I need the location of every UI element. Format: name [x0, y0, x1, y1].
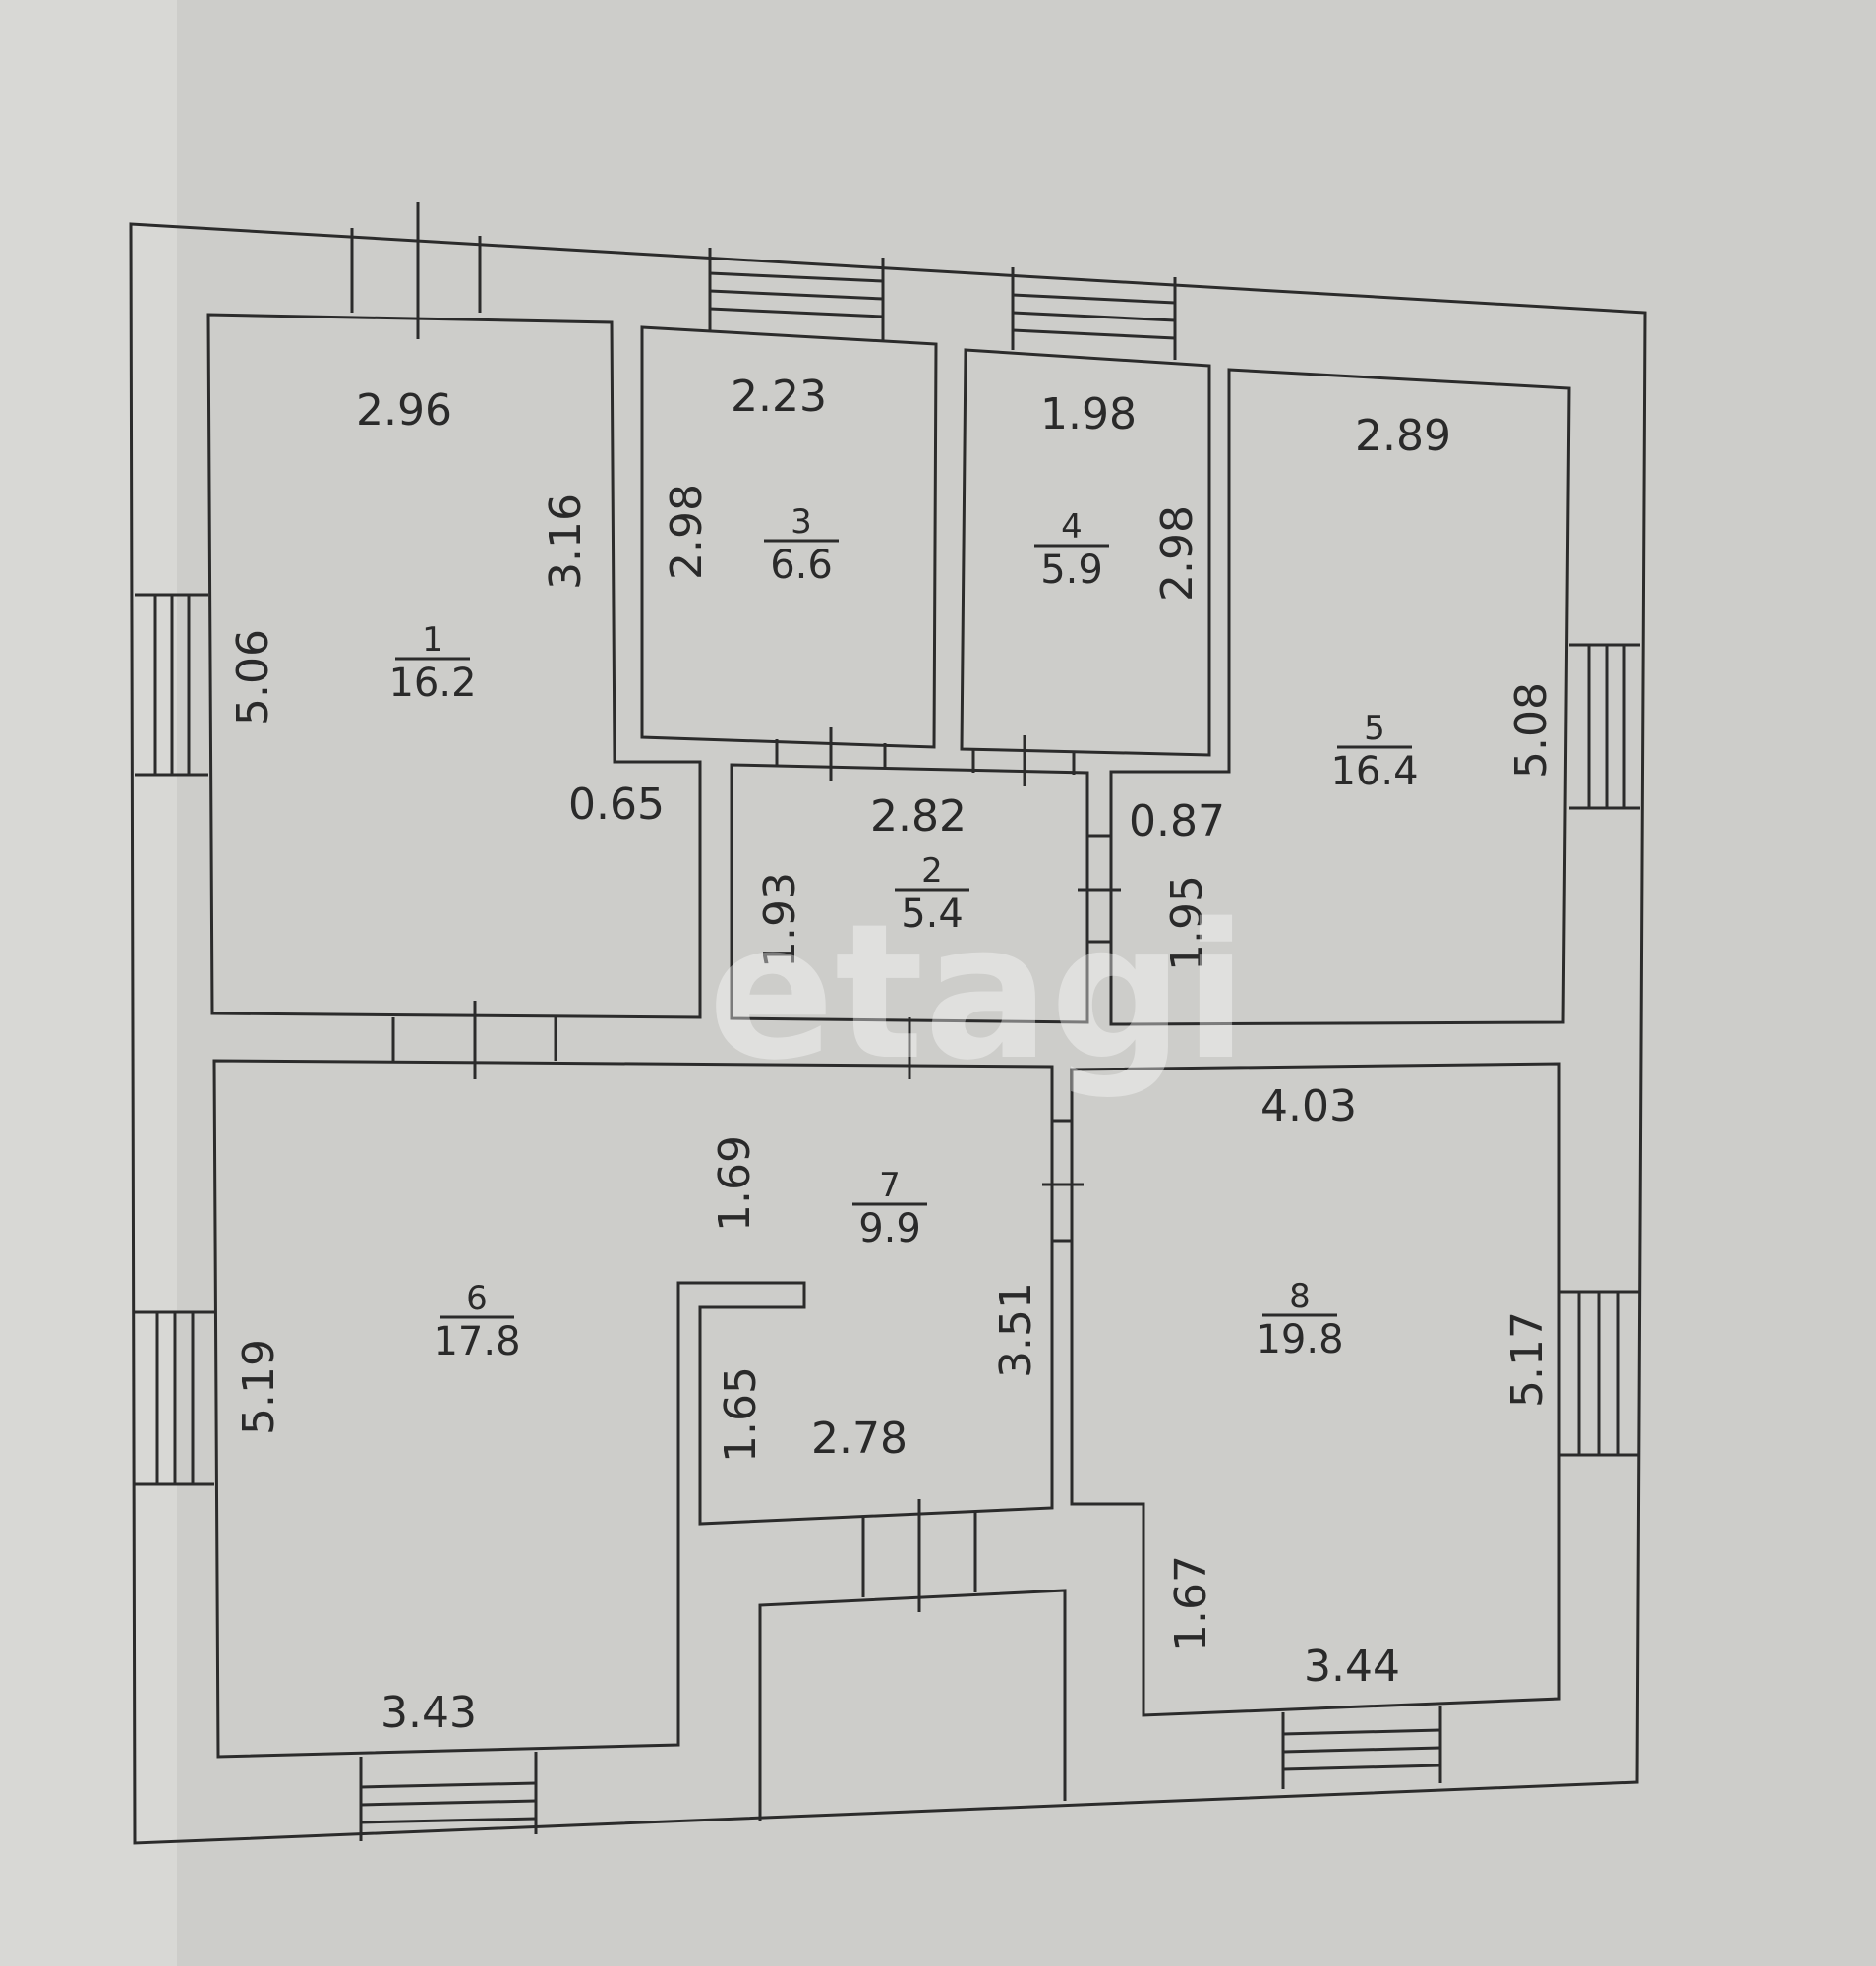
room-label-8: 819.8	[1256, 1277, 1343, 1362]
room-area: 17.8	[433, 1319, 520, 1364]
porch-outline	[758, 1589, 1067, 1821]
room-label-2: 25.4	[895, 851, 969, 937]
window-left-1	[135, 593, 208, 777]
room-number: 1	[422, 620, 443, 660]
dim-room7-left: 1.65	[716, 1366, 766, 1463]
room-label-3: 36.6	[764, 502, 839, 588]
room-area: 5.9	[1040, 548, 1103, 593]
etagi-watermark: etagi	[708, 884, 1248, 1101]
window-top-3	[1011, 267, 1177, 360]
room-5-outline	[1109, 368, 1571, 1026]
dim-room5-step: 0.87	[1129, 796, 1225, 846]
dim-room5-inner: 1.95	[1162, 875, 1212, 971]
room-label-5: 516.4	[1330, 709, 1418, 794]
dim-room4-right: 2.98	[1152, 505, 1202, 602]
dim-room7-right: 3.51	[991, 1282, 1041, 1378]
dim-room2-top: 2.82	[870, 791, 967, 841]
dim-room8-inner: 1.67	[1166, 1555, 1216, 1651]
room-area: 19.8	[1256, 1317, 1343, 1362]
room-area: 16.4	[1330, 749, 1418, 794]
dim-room5-right: 5.08	[1506, 682, 1556, 779]
room-4-outline	[960, 348, 1211, 757]
room-3-outline	[640, 325, 938, 749]
dim-room5-top: 2.89	[1355, 411, 1451, 461]
room-number: 5	[1364, 709, 1385, 748]
room-1-outline	[206, 313, 702, 1019]
door-entrance	[861, 1499, 977, 1612]
window-right-1	[1569, 643, 1640, 810]
dim-room1-step: 0.65	[568, 780, 665, 830]
dim-room4-top: 1.98	[1040, 389, 1137, 439]
room-2-outline	[730, 763, 1089, 1024]
dim-room8-top: 4.03	[1260, 1081, 1357, 1131]
door-room3-2	[775, 727, 887, 781]
room-number: 6	[466, 1279, 488, 1318]
room-number: 3	[791, 502, 812, 542]
window-right-2	[1559, 1290, 1639, 1457]
door-room2-5	[1078, 834, 1121, 944]
room-6-7-outline	[212, 1059, 1054, 1759]
door-room4-2	[971, 735, 1076, 786]
room-number: 2	[921, 851, 943, 891]
dim-room7-inner: 1.69	[710, 1135, 760, 1232]
dim-room1-left: 5.06	[228, 629, 278, 725]
door-room7-8	[1042, 1119, 1084, 1243]
window-bottom-1	[359, 1752, 538, 1841]
outer-wall	[129, 222, 1647, 1845]
room-label-6: 617.8	[433, 1279, 520, 1364]
dim-room7-bottom: 2.78	[811, 1414, 908, 1464]
room-number: 8	[1289, 1277, 1311, 1316]
dim-room6-left: 5.19	[234, 1339, 284, 1435]
room-label-1: 116.2	[388, 620, 476, 706]
dim-room1-inner: 3.16	[541, 493, 591, 590]
room-area: 16.2	[388, 661, 476, 706]
room-area: 5.4	[901, 892, 964, 937]
room-number: 4	[1061, 507, 1083, 547]
room-area: 9.9	[858, 1206, 921, 1251]
dim-room3-top: 2.23	[731, 372, 827, 422]
room-label-7: 79.9	[852, 1166, 927, 1251]
dim-room1-top: 2.96	[356, 385, 452, 435]
room-label-4: 45.9	[1034, 507, 1109, 593]
dim-room8-right: 5.17	[1502, 1311, 1553, 1408]
dim-room8-bottom: 3.44	[1304, 1642, 1400, 1692]
window-left-2	[135, 1310, 214, 1486]
dim-room3-left: 2.98	[662, 484, 712, 580]
dim-room6-bottom: 3.43	[381, 1688, 477, 1738]
window-bottom-2	[1281, 1706, 1442, 1789]
window-top-1	[350, 202, 482, 339]
room-area: 6.6	[770, 543, 833, 588]
paper-light-band	[0, 0, 177, 1966]
window-top-2	[708, 248, 885, 340]
room-number: 7	[879, 1166, 901, 1205]
dim-room2-left: 1.93	[755, 872, 805, 968]
door-room1-6	[391, 1001, 557, 1079]
room-8-outline	[1070, 1062, 1561, 1717]
